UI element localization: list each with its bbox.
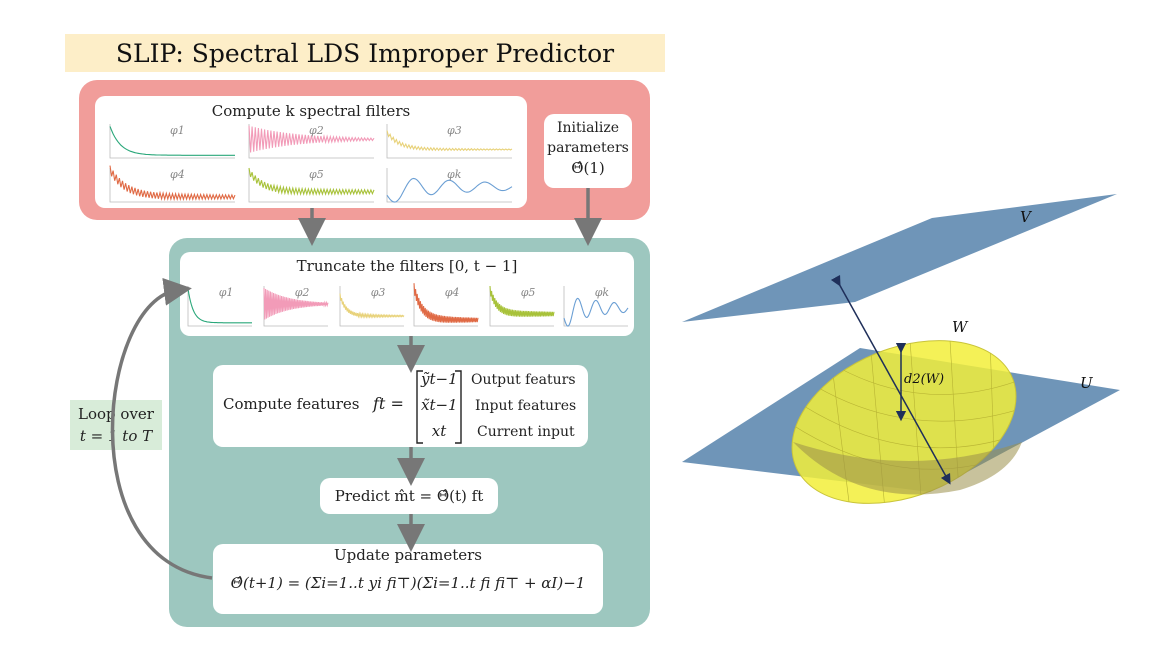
filter-curve-4 [413,283,479,323]
filter-curve-2 [263,287,329,320]
filter-axis [413,286,478,327]
spectral-filters-plots: φ1 φ2 φ3 φ4 φ5 φk [109,124,513,203]
filter-curve-3 [386,130,513,152]
filter-axis [109,168,235,203]
filter-axis [386,168,512,203]
filter-axis [339,286,404,327]
init-line-2: parameters [547,140,629,156]
filter-curve-6 [563,297,629,327]
filter-label-4: φ4 [170,168,185,181]
label-input-features: Input features [475,398,577,414]
truncated-filters-plots: φ1 φ2 φ3 φ4 φ5 φk [187,283,629,327]
loop-label-line-2: t = 1 to T [79,427,153,445]
truncate-filters-card: Truncate the filters [0, t − 1] [180,252,634,336]
features-lhs: ft = [373,394,404,413]
filter-label-5: φ5 [309,168,324,181]
filter-label-3: φ3 [447,124,462,137]
filter-label-6: φk [595,286,610,299]
filter-axis [248,168,374,203]
filters-card-title: Compute k spectral filters [211,102,411,120]
filter-axis [563,286,628,327]
filter-axis [248,124,374,159]
feature-entry-output: ỹt−1 [421,370,458,388]
filter-curve-4 [109,165,236,202]
plane-v [682,194,1117,322]
filter-label-1: φ1 [219,286,234,299]
filter-curve-5 [248,167,375,197]
page-title: SLIP: Spectral LDS Improper Predictor [65,34,665,72]
distance-arrow-long [830,274,951,485]
filter-label-1: φ1 [170,124,185,137]
feature-entry-current: xt [431,422,447,440]
initialize-parameters-card: Initialize parameters Θ̂(1) [544,114,632,188]
filter-label-2: φ2 [295,286,310,299]
filter-curve-1 [187,288,252,324]
loop-label: Loop over t = 1 to T [70,400,162,450]
filter-curve-5 [489,285,555,317]
update-formula: Θ̂(t+1) = (Σi=1..t yi fi⊤)(Σi=1..t fi fi… [230,574,586,592]
label-v: V [1020,208,1033,226]
init-line-1: Initialize [556,120,620,136]
truncate-card-title: Truncate the filters [0, t − 1] [296,257,518,275]
filter-label-2: φ2 [309,124,324,137]
features-prefix: Compute features [223,395,360,413]
filter-axis [489,286,554,327]
filter-label-4: φ4 [445,286,460,299]
label-current-input: Current input [477,424,575,440]
filter-curve-1 [109,126,235,156]
filter-curve-3 [339,293,405,319]
geometry-figure: V U W d2(W) [682,194,1120,510]
filter-label-6: φk [447,168,462,181]
feature-entry-input: x̃t−1 [421,396,458,414]
label-d2: d2(W) [904,372,944,387]
filter-label-5: φ5 [521,286,536,299]
predict-text: Predict m̂t = Θ̂(t) ft [334,487,484,505]
label-w: W [952,318,969,336]
filter-label-3: φ3 [371,286,386,299]
loop-label-line-1: Loop over [78,405,154,423]
init-symbol: Θ̂(1) [571,159,605,177]
update-card-title: Update parameters [334,546,482,564]
arrow-loop-back [110,277,213,580]
filter-curve-6 [386,177,513,203]
filter-curve-2 [248,125,375,153]
filter-axis [109,124,235,159]
label-u: U [1080,374,1094,392]
update-parameters-card: Update parameters Θ̂(t+1) = (Σi=1..t yi … [213,544,603,614]
label-output-features: Output featurs [471,372,576,388]
filter-axis [386,124,512,159]
compute-features-card: Compute features ft = ỹt−1 x̃t−1 xt Outp… [213,365,588,447]
